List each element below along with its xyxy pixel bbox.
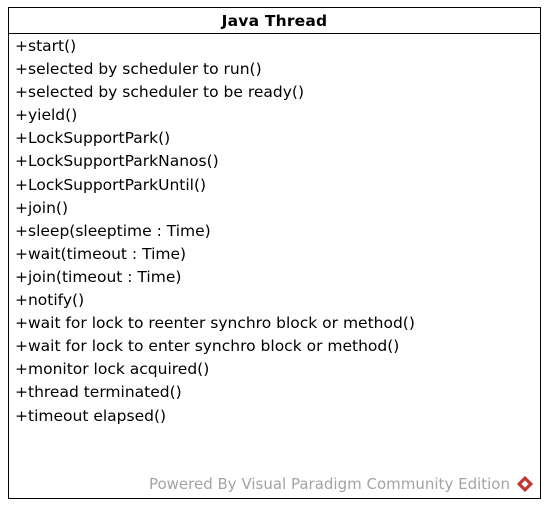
class-header: Java Thread xyxy=(9,8,540,34)
operation-item: +selected by scheduler to be ready() xyxy=(15,83,305,102)
class-name: Java Thread xyxy=(221,11,328,30)
watermark-text: Powered By Visual Paradigm Community Edi… xyxy=(148,475,510,493)
operation-item: +LockSupportPark() xyxy=(15,129,171,148)
operation-item: +wait for lock to enter synchro block or… xyxy=(15,337,400,356)
visual-paradigm-logo-icon xyxy=(516,475,534,493)
operation-item: +notify() xyxy=(15,291,85,310)
operation-item: +start() xyxy=(15,37,77,55)
operation-item: +monitor lock acquired() xyxy=(15,360,210,379)
operation-item: +LockSupportParkNanos() xyxy=(15,152,219,171)
uml-class-box: Java Thread +start() +selected by schedu… xyxy=(8,7,541,499)
operation-item: +timeout elapsed() xyxy=(15,406,167,425)
watermark: Powered By Visual Paradigm Community Edi… xyxy=(149,475,534,493)
operation-item: +wait(timeout : Time) xyxy=(15,244,187,263)
operation-item: +join() xyxy=(15,198,69,217)
operation-item: +selected by scheduler to run() xyxy=(15,60,262,79)
operation-item: +thread terminated() xyxy=(15,383,182,402)
operation-item: +wait for lock to reenter synchro block … xyxy=(15,314,415,333)
operation-item: +LockSupportParkUntil() xyxy=(15,175,207,194)
operation-item: +sleep(sleeptime : Time) xyxy=(15,221,211,240)
operation-item: +yield() xyxy=(15,106,78,125)
operation-item: +join(timeout : Time) xyxy=(15,267,182,286)
operations-list: +start() +selected by scheduler to run()… xyxy=(9,34,540,428)
